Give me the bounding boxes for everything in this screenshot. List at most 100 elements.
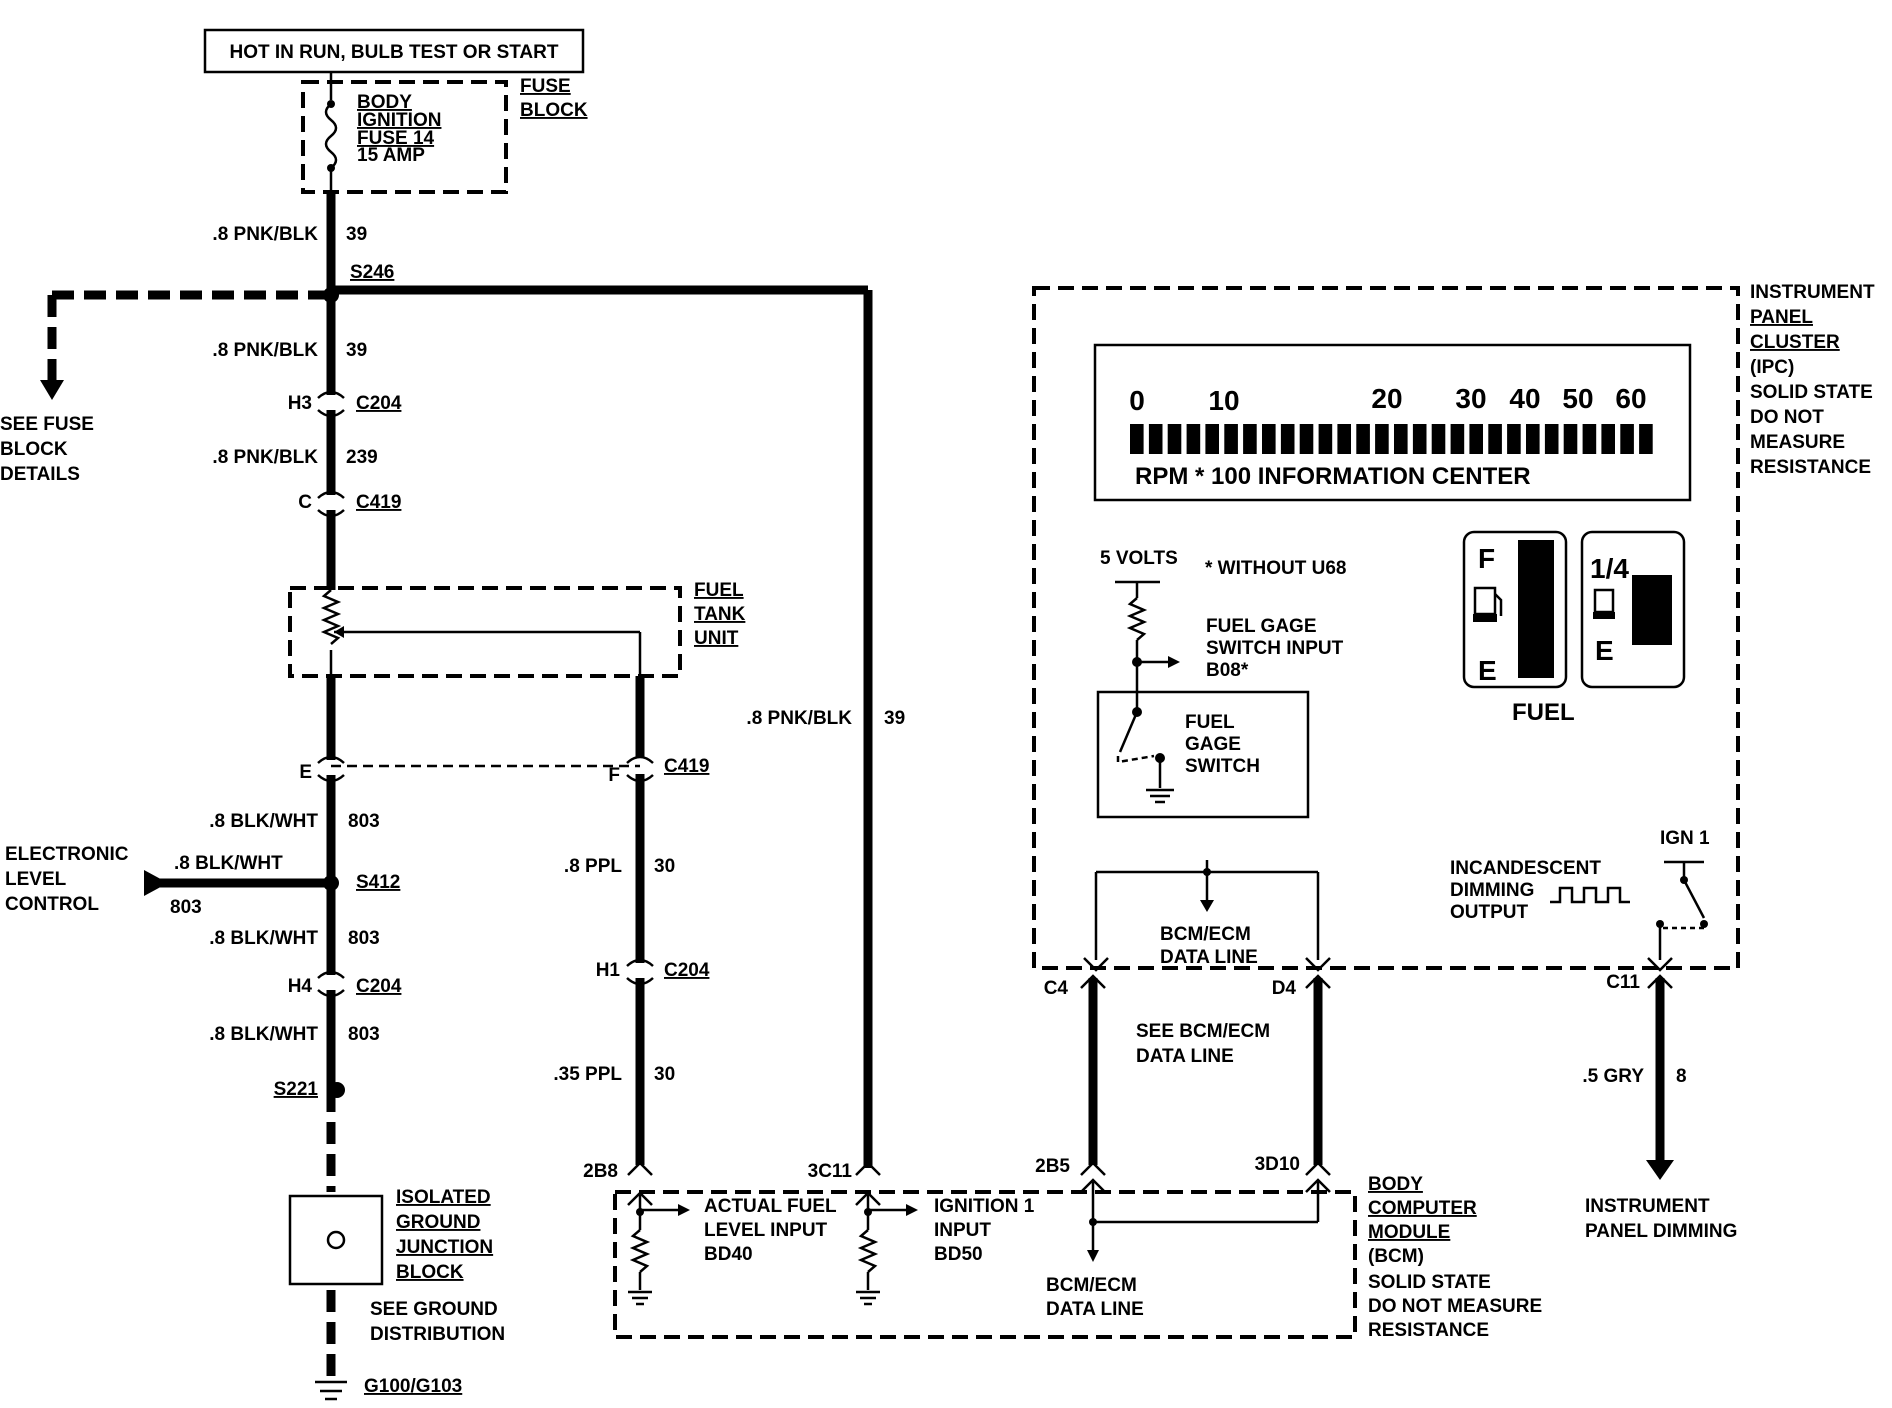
tick-60: 60 xyxy=(1615,383,1646,414)
circuit-label-c4: 803 xyxy=(348,811,380,832)
arrow-down-fuse-details xyxy=(40,380,64,400)
ground-block-label-4: BLOCK xyxy=(396,1262,464,1283)
rpm-bar-segment xyxy=(1488,424,1502,454)
rpm-bar-segment xyxy=(1620,424,1634,454)
fuse-block-box xyxy=(301,80,508,194)
ipc-label-2: PANEL xyxy=(1750,307,1813,328)
bcm-label-4: (BCM) xyxy=(1368,1246,1424,1267)
pin-label-h1: H1 xyxy=(596,960,621,981)
bcm-actual-1: ACTUAL FUEL xyxy=(704,1196,837,1217)
connector-label-c419b: C419 xyxy=(664,756,709,777)
ign1-label: IGN 1 xyxy=(1660,828,1710,849)
bcm-ign-2: INPUT xyxy=(934,1220,991,1241)
ipc-label-6: DO NOT xyxy=(1750,407,1824,428)
gage-switch-label-1: FUEL xyxy=(1185,712,1235,733)
elc-label-2: LEVEL xyxy=(5,869,67,890)
pin-label-e: E xyxy=(299,762,312,783)
pin-label-2b8: 2B8 xyxy=(583,1161,618,1182)
inc-dimming-3: OUTPUT xyxy=(1450,902,1529,923)
wire-label-w9: .8 PNK/BLK xyxy=(746,708,852,729)
rpm-bar-segment xyxy=(1526,424,1540,454)
bcm-ign-1: IGNITION 1 xyxy=(934,1196,1035,1217)
gage-input-2: SWITCH INPUT xyxy=(1206,638,1344,659)
connector-h1 xyxy=(626,958,654,967)
fuse-icon xyxy=(324,103,338,169)
without-u68-label: * WITHOUT U68 xyxy=(1205,558,1346,579)
fuse-block-label-1: FUSE xyxy=(520,76,571,97)
see-bcm-2: DATA LINE xyxy=(1136,1046,1234,1067)
bcm-data-1: BCM/ECM xyxy=(1046,1275,1137,1296)
pin-label-2b5: 2B5 xyxy=(1035,1156,1070,1177)
rpm-bar-segment xyxy=(1412,424,1427,454)
rpm-bar-segment xyxy=(1469,424,1483,454)
bcm-label-6: DO NOT MEASURE xyxy=(1368,1296,1542,1317)
fuel-pump-icon-2 xyxy=(1593,588,1615,614)
connector-h4 xyxy=(317,970,345,979)
tick-30: 30 xyxy=(1455,383,1486,414)
bcm-data-2: DATA LINE xyxy=(1046,1299,1144,1320)
gage-input-1: FUEL GAGE xyxy=(1206,616,1317,637)
bcm-label-5: SOLID STATE xyxy=(1368,1272,1491,1293)
pin-label-c4: C4 xyxy=(1044,978,1069,999)
power-source-box xyxy=(203,28,585,74)
bcm-box xyxy=(613,1190,1357,1339)
ipc-data-1: BCM/ECM xyxy=(1160,924,1251,945)
ground-block-label-3: JUNCTION xyxy=(396,1237,493,1258)
ground-label-g100: G100/G103 xyxy=(364,1376,462,1397)
splice-s412 xyxy=(323,875,339,891)
rpm-bargraph xyxy=(1130,424,1653,454)
rpm-bar-segment xyxy=(1318,424,1333,454)
rpm-bar-segment xyxy=(1394,424,1408,454)
rpm-bar-segment xyxy=(1507,424,1521,454)
fuel-gauge-quarter-label: 1/4 xyxy=(1590,553,1629,584)
rpm-bar-segment xyxy=(1431,424,1446,454)
bcm-ign-3: BD50 xyxy=(934,1244,983,1265)
fuel-pump-icon xyxy=(1473,586,1497,616)
see-fuse-label-2: BLOCK xyxy=(0,439,68,460)
gage-switch-label-2: GAGE xyxy=(1185,734,1241,755)
fuel-label: FUEL xyxy=(1512,699,1575,726)
bcm-actual-2: LEVEL INPUT xyxy=(704,1220,828,1241)
rpm-bar-segment xyxy=(1130,424,1144,454)
circuit-label-c10: 8 xyxy=(1676,1066,1687,1087)
tick-50: 50 xyxy=(1562,383,1593,414)
fuel-tank-label-2: TANK xyxy=(694,604,746,625)
elc-label-1: ELECTRONIC xyxy=(5,844,129,865)
rpm-bar-segment xyxy=(1280,424,1295,454)
rpm-bar-segment xyxy=(1148,424,1163,454)
pin-label-h4: H4 xyxy=(288,976,313,997)
rpm-ticks: 0 10 20 30 40 50 60 xyxy=(1129,383,1646,416)
circuit-label-c6: 803 xyxy=(348,1024,380,1045)
bcm-label-7: RESISTANCE xyxy=(1368,1320,1489,1341)
connector-h3 xyxy=(317,390,345,399)
wire-label-w10: .5 GRY xyxy=(1582,1066,1644,1087)
wire-label-w3: .8 PNK/BLK xyxy=(212,447,318,468)
ground-block-label-2: GROUND xyxy=(396,1212,480,1233)
see-ground-label-2: DISTRIBUTION xyxy=(370,1324,505,1345)
ground-block-label-1: ISOLATED xyxy=(396,1187,491,1208)
fuse-label-2: IGNITION xyxy=(357,110,441,131)
elc-label-3: CONTROL xyxy=(5,894,99,915)
bcm-label-3: MODULE xyxy=(1368,1222,1450,1243)
connector-label-c204b: C204 xyxy=(356,976,402,997)
see-bcm-1: SEE BCM/ECM xyxy=(1136,1021,1270,1042)
tick-40: 40 xyxy=(1509,383,1540,414)
wire-label-w1: .8 PNK/BLK xyxy=(212,224,318,245)
rpm-bar-segment xyxy=(1186,424,1201,454)
inc-dimming-2: DIMMING xyxy=(1450,880,1534,901)
gage-input-3: B08* xyxy=(1206,660,1249,681)
wire-label-w7: .8 PPL xyxy=(564,856,622,877)
splice-label-s412: S412 xyxy=(356,872,400,893)
fuel-gauge-e2: E xyxy=(1595,635,1614,666)
ipc-label-1: INSTRUMENT xyxy=(1750,282,1875,303)
fuse-label-4: 15 AMP xyxy=(357,145,425,166)
five-volts-label: 5 VOLTS xyxy=(1100,548,1178,569)
wire-label-w4: .8 BLK/WHT xyxy=(209,811,318,832)
rpm-bar-segment xyxy=(1582,424,1597,454)
wire-label-w2: .8 PNK/BLK xyxy=(212,340,318,361)
rpm-bar-segment xyxy=(1544,424,1559,454)
pwm-waveform-icon xyxy=(1550,886,1630,904)
circuit-label-c2: 39 xyxy=(346,340,367,361)
power-source-label: HOT IN RUN, BULB TEST OR START xyxy=(230,42,559,63)
arrow-ip-dimming xyxy=(1646,1160,1674,1180)
